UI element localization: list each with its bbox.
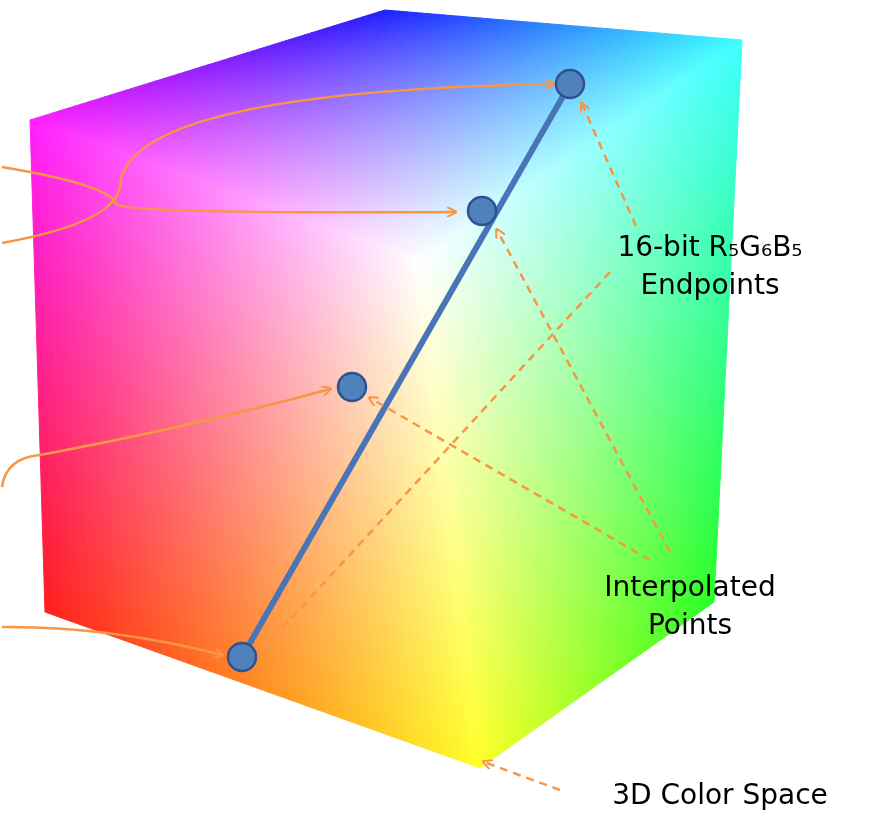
label-text: 3D Color Space <box>612 778 828 811</box>
interpolated-label: Interpolated Points <box>580 568 800 644</box>
label-text: Interpolated Points <box>604 570 776 641</box>
leader-lines <box>2 84 553 655</box>
color-points <box>228 70 584 671</box>
dashed-pointers <box>264 104 670 790</box>
label-text: 16-bit R₅G₆B₅ Endpoints <box>617 230 802 301</box>
endpoint-label: 16-bit R₅G₆B₅ Endpoints <box>600 228 820 304</box>
space-label: 3D Color Space <box>570 776 870 814</box>
